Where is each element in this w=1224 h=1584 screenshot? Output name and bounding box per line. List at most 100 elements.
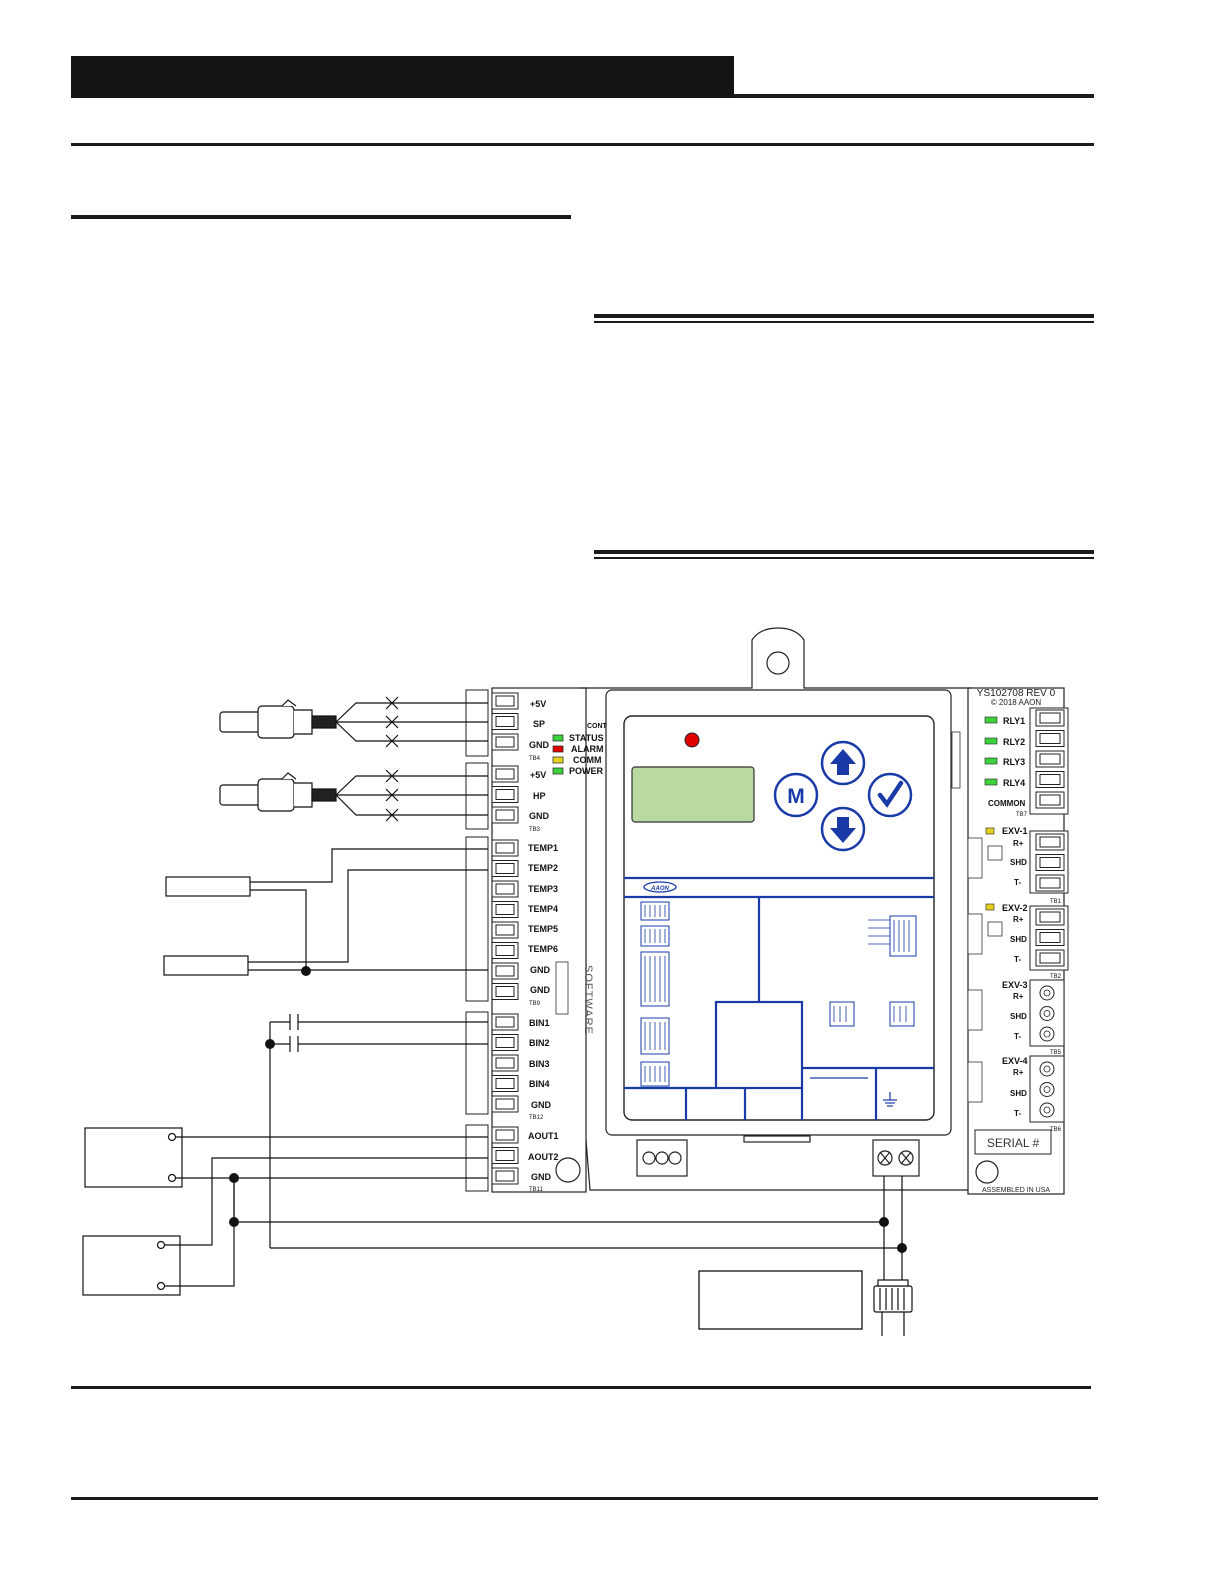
alarm-led-indicator (684, 732, 700, 748)
terminal-label: BIN3 (529, 1059, 550, 1069)
analog-output-wires (165, 1136, 903, 1287)
terminal-label: TEMP1 (528, 843, 558, 853)
terminal-screw (1039, 1061, 1055, 1077)
terminal-screw (495, 695, 515, 707)
relay-label: COMMON (988, 799, 1026, 808)
junction-dot (265, 1039, 275, 1049)
terminal-screw (1039, 1006, 1055, 1021)
terminal-screw (495, 863, 515, 874)
terminal-label: GND (530, 985, 551, 995)
terminal-screw (1039, 733, 1061, 744)
cont-label: CONT (587, 723, 608, 730)
terminal-label: GND (531, 1172, 552, 1182)
exv-label: EXV-1 (1002, 826, 1028, 836)
terminal-label: HP (533, 791, 546, 801)
led-label-alarm: ALARM (571, 744, 604, 754)
exv-pin: R+ (1013, 1068, 1024, 1077)
terminal-screw (495, 1129, 515, 1141)
analog-devices (82, 1127, 183, 1296)
copyright: © 2018 AAON (991, 698, 1042, 707)
aaon-logo: AAON (643, 881, 677, 893)
terminal-label: TEMP4 (528, 904, 558, 914)
terminal-label: TEMP6 (528, 944, 558, 954)
terminal-label: BIN4 (529, 1079, 550, 1089)
menu-button[interactable]: M (773, 772, 819, 818)
terminal-screw-head (1043, 1065, 1051, 1073)
header-bar (71, 56, 734, 98)
bottom-connectors (555, 1135, 999, 1184)
terminal-screw (495, 965, 515, 977)
terminal-screw (1039, 794, 1061, 806)
terminal-screw (1039, 952, 1061, 964)
header-rule (734, 94, 1094, 98)
exv-pin: T- (1014, 1032, 1021, 1041)
exv-pin: T- (1014, 1109, 1021, 1118)
terminal-screw (495, 1016, 515, 1028)
down-arrow-button[interactable] (820, 806, 866, 852)
sensor-plug-hp (219, 772, 337, 812)
down-arrow-icon (830, 817, 856, 843)
led-label-comm: COMM (573, 755, 602, 765)
left-terminal-blocks (465, 689, 489, 1192)
terminal-screw (495, 945, 515, 956)
terminal-ref: TB12 (529, 1115, 544, 1121)
terminal-screw (1039, 753, 1061, 765)
exv-label: EXV-2 (1002, 903, 1028, 913)
terminal-screw (495, 1150, 515, 1161)
dip-switch-ticks (644, 905, 910, 1082)
sensor-wires (335, 696, 488, 822)
ground-symbol-icon (883, 1092, 897, 1107)
terminal-ref: TB4 (529, 756, 541, 762)
terminal-screw (1039, 1102, 1055, 1118)
terminal-label: AOUT2 (528, 1152, 559, 1162)
dip-switches (640, 901, 917, 1087)
led-label-status: STATUS (569, 733, 604, 743)
exv-ref: TB1 (1050, 899, 1062, 905)
terminal-label: GND (530, 965, 551, 975)
terminal-label: SP (533, 719, 545, 729)
terminal-screw (495, 1098, 515, 1110)
left-column-rule (71, 215, 571, 219)
checkmark-icon (877, 780, 904, 808)
terminal-screw (495, 809, 515, 821)
terminal-screw (495, 842, 515, 854)
binary-input-wires (269, 1014, 488, 1248)
terminal-screw (1039, 1026, 1055, 1042)
sensor-plug-sp (219, 699, 337, 739)
relay-label: RLY4 (1003, 778, 1025, 788)
part-number: YS102708 REV 0 (977, 688, 1056, 699)
terminal-ref: TB11 (529, 1187, 544, 1193)
terminal-ref: TB9 (529, 1001, 541, 1007)
terminal-screw (495, 1170, 515, 1182)
exv-label: EXV-4 (1002, 1056, 1028, 1066)
enter-check-button[interactable] (867, 772, 913, 818)
up-arrow-button[interactable] (820, 740, 866, 786)
keypad-module (605, 689, 952, 1136)
exv-pin: R+ (1013, 992, 1024, 1001)
terminal-screw (495, 736, 515, 748)
terminal-screw (495, 1078, 515, 1089)
terminal-screw (1039, 911, 1061, 923)
exv-labels: EXV-1 R+ SHD T- TB1 EXV-2 R+ SHD T- TB2 … (985, 826, 1062, 1133)
power-plug-icon (873, 1279, 913, 1336)
terminal-screw (1039, 877, 1061, 889)
exv-ref: TB2 (1050, 974, 1062, 980)
terminal-label: BIN1 (529, 1018, 550, 1028)
menu-key-label: M (787, 785, 805, 808)
exv-pin: R+ (1013, 839, 1024, 848)
terminal-label: TEMP5 (528, 924, 558, 934)
relay-labels: RLY1 RLY2 RLY3 RLY4 COMMON TB7 (984, 716, 1028, 818)
temperature-sensors (163, 876, 251, 976)
serial-label: SERIAL # (987, 1136, 1040, 1150)
brand-logo-text: AAON (650, 886, 669, 892)
relay-ref: TB7 (1016, 812, 1028, 818)
terminal-screw (495, 986, 515, 997)
exv-label: EXV-3 (1002, 980, 1028, 990)
footer-rule-bottom (71, 1497, 1098, 1500)
terminal-ref: TB3 (529, 827, 541, 833)
left-terminal-labels: +5V SP GND TB4 +5V HP GND TB3 TEMP1 TEMP… (528, 699, 559, 1193)
terminal-screw-head (1043, 989, 1051, 997)
relay-label: RLY2 (1003, 737, 1025, 747)
terminal-screw (495, 716, 515, 727)
